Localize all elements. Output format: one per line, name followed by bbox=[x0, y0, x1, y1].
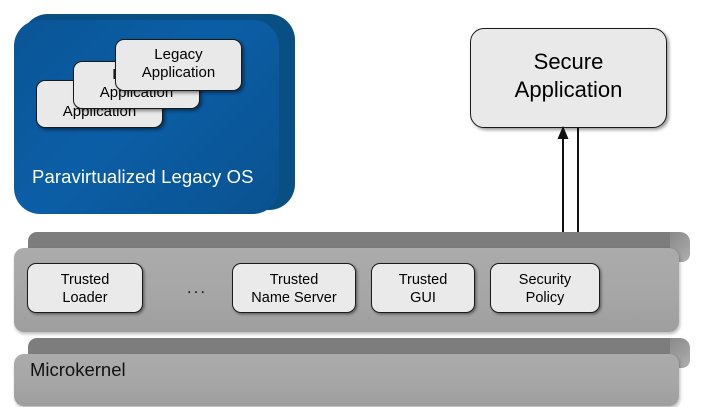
trusted-gui-label: Trusted GUI bbox=[398, 272, 448, 306]
services-ellipsis: ... bbox=[186, 278, 208, 297]
trusted-gui-box[interactable]: Trusted GUI bbox=[371, 263, 475, 313]
microkernel-bar-top-bevel bbox=[28, 338, 686, 356]
microkernel-bar-face bbox=[14, 354, 679, 406]
trusted-name-server-box[interactable]: Trusted Name Server bbox=[232, 263, 356, 313]
secure-application-box[interactable]: Secure Application bbox=[470, 28, 667, 128]
trusted-loader-label: Trusted Loader bbox=[60, 272, 110, 306]
trusted-loader-box[interactable]: Trusted Loader bbox=[27, 263, 143, 313]
legacy-application-label-front: Legacy Application bbox=[141, 46, 216, 81]
microkernel-label: Microkernel bbox=[30, 359, 126, 380]
security-policy-label: Security Policy bbox=[518, 272, 572, 306]
legacy-os-label: Paravirtualized Legacy OS bbox=[32, 166, 254, 187]
trusted-name-server-label: Trusted Name Server bbox=[251, 272, 337, 306]
services-bar-top-bevel bbox=[28, 232, 686, 250]
security-policy-box[interactable]: Security Policy bbox=[490, 263, 600, 313]
legacy-application-box-front[interactable]: Legacy Application bbox=[115, 39, 242, 91]
secure-application-label: Secure Application bbox=[514, 49, 623, 102]
